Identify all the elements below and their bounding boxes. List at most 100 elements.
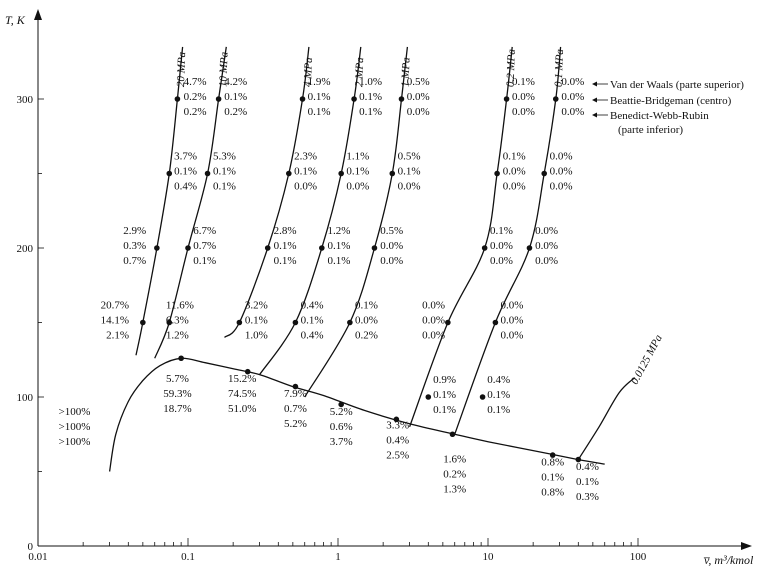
error-value: 4.7% [184, 76, 207, 88]
error-value: 0.0% [535, 225, 558, 237]
data-point [264, 245, 271, 251]
data-point [140, 319, 146, 326]
pressure-label: 0.1 MPa [553, 48, 566, 87]
error-value: 1.6% [443, 454, 466, 466]
data-point [552, 96, 559, 102]
data-point [299, 96, 306, 102]
x-tick-label: 10 [483, 551, 495, 563]
error-value: 2.1% [106, 330, 129, 342]
error-value: 0.7% [284, 403, 307, 415]
error-value: 1.0% [245, 330, 268, 342]
data-point [445, 319, 451, 326]
data-point [575, 456, 582, 463]
error-value: 0.1% [576, 476, 599, 488]
error-value: 7.9% [284, 388, 307, 400]
data-point [541, 170, 548, 177]
data-point [292, 319, 299, 326]
error-value: 3.2% [245, 300, 268, 312]
legend-arrowhead-1 [592, 81, 597, 87]
error-value: 0.0% [501, 300, 524, 312]
error-value: 1.2% [166, 330, 189, 342]
error-value: 0.4% [301, 330, 324, 342]
error-value: 0.1% [503, 151, 526, 163]
pressure-label: 4 MPa [302, 57, 315, 88]
x-axis-title: v̅, m³/kmol [703, 553, 754, 567]
y-tick-label: 0 [28, 541, 34, 553]
legend-entry-4: (parte inferior) [618, 124, 683, 136]
data-point [492, 319, 499, 326]
error-value: 18.7% [163, 403, 191, 415]
data-point [371, 245, 378, 251]
data-point [526, 245, 533, 251]
error-value: 0.0% [407, 91, 430, 103]
error-value: 1.9% [308, 76, 331, 88]
error-value: 0.5% [380, 225, 403, 237]
error-value: 5.2% [330, 406, 353, 418]
error-value: 0.0% [355, 315, 378, 327]
data-point [166, 319, 173, 326]
error-value: >100% [59, 421, 91, 433]
error-value: 5.3% [213, 151, 236, 163]
error-value: 0.1% [327, 255, 350, 267]
pressure-label-0-0125: 0.0125 MPa [629, 332, 665, 386]
error-value: 0.4% [174, 181, 197, 193]
axes: T, K v̅, m³/kmol [5, 9, 754, 567]
data-point [347, 319, 353, 326]
error-value: 0.1% [308, 106, 331, 118]
error-value: 0.0% [501, 330, 524, 342]
legend: Van der Waals (parte superior) Beattie-B… [592, 79, 744, 136]
error-labels: 4.7%0.2%0.2%4.2%0.1%0.2%1.9%0.1%0.1%1.0%… [59, 76, 599, 503]
error-value: 0.1% [327, 240, 350, 252]
error-value: 0.0% [503, 181, 526, 193]
error-value: 0.0% [380, 240, 403, 252]
error-value: 0.0% [561, 76, 584, 88]
data-point [481, 245, 488, 251]
error-value: 0.1% [294, 166, 317, 178]
y-tick-label: 200 [17, 243, 34, 255]
error-value: >100% [59, 436, 91, 448]
saturation-dome [108, 357, 605, 472]
error-value: 2.9% [123, 225, 146, 237]
y-axis-arrow [34, 9, 42, 20]
error-value: 0.1% [245, 315, 268, 327]
error-value: 0.7% [123, 255, 146, 267]
error-value: 0.2% [443, 469, 466, 481]
error-value: 51.0% [228, 403, 256, 415]
error-value: 3.7% [174, 151, 197, 163]
data-point [204, 170, 211, 177]
error-value: 0.1% [301, 315, 324, 327]
error-value: 0.1% [346, 166, 369, 178]
error-value: 1.2% [327, 225, 350, 237]
error-value: 0.0% [422, 300, 445, 312]
error-value: 0.0% [512, 106, 535, 118]
y-axis-title: T, K [5, 13, 26, 27]
legend-arrowhead-3 [592, 112, 597, 118]
data-point [236, 319, 243, 326]
error-value: 0.0% [346, 181, 369, 193]
markers [140, 96, 582, 463]
error-value: 0.0% [561, 106, 584, 118]
error-value: 1.0% [359, 76, 382, 88]
data-point [479, 394, 486, 400]
error-value: 0.1% [512, 76, 535, 88]
error-value: 0.0% [422, 330, 445, 342]
error-value: >100% [59, 406, 91, 418]
error-value: 0.3% [123, 240, 146, 252]
error-value: 6.7% [193, 225, 216, 237]
pressure-label: 2 MPa [353, 57, 366, 88]
error-value: 0.9% [433, 374, 456, 386]
error-value: 0.1% [174, 166, 197, 178]
x-tick-label: 100 [630, 551, 647, 563]
error-value: 0.4% [386, 434, 409, 446]
error-value: 15.2% [228, 373, 256, 385]
x-tick-label: 1 [335, 551, 341, 563]
error-value: 74.5% [228, 388, 256, 400]
data-point [185, 245, 191, 251]
error-value: 0.1% [274, 255, 297, 267]
error-value: 0.1% [433, 404, 456, 416]
pressure-label: 1 MPa [399, 57, 412, 88]
error-value: 0.4% [576, 461, 599, 473]
error-value: 0.0% [550, 151, 573, 163]
error-value: 0.2% [184, 91, 207, 103]
data-point [351, 96, 357, 102]
